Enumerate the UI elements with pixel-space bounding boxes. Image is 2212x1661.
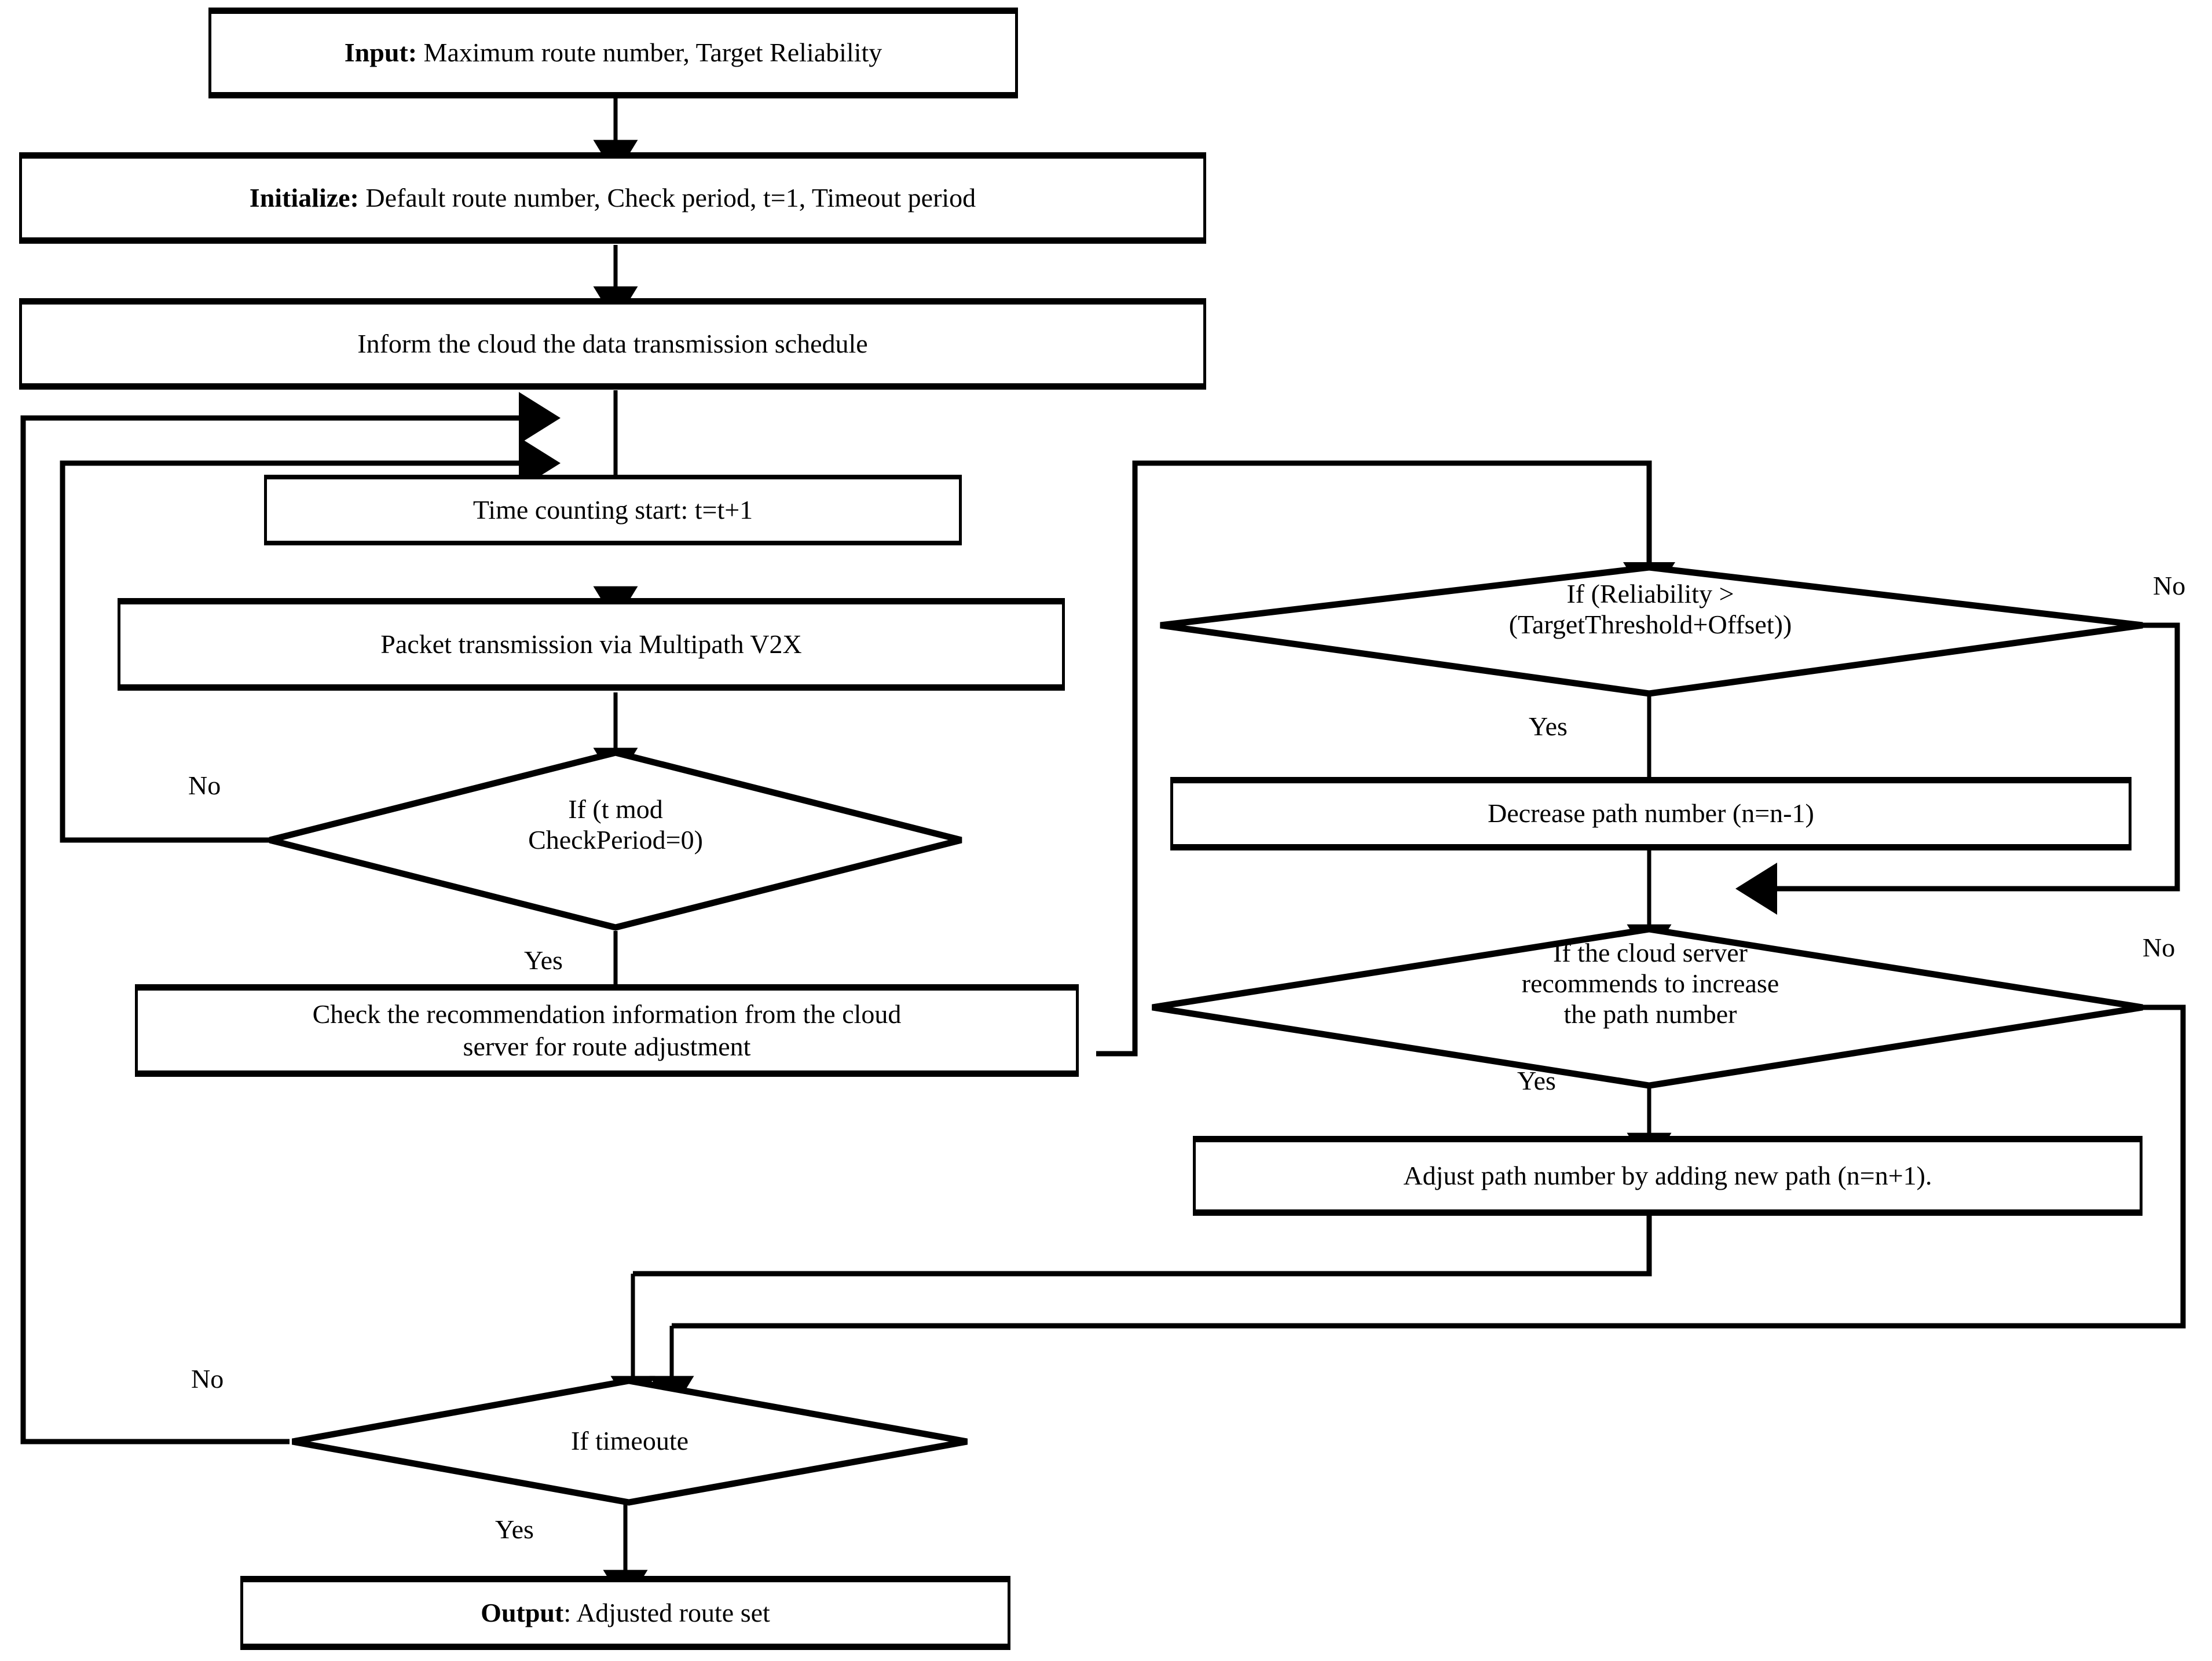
node-check-recommendation-line2: server for route adjustment — [463, 1032, 751, 1061]
node-input: Input: Maximum route number, Target Reli… — [208, 8, 1018, 98]
node-decrease-path-text: Decrease path number (n=n-1) — [1488, 798, 1814, 828]
edge-checkperiod-no-loop — [60, 437, 561, 843]
node-packet-transmission: Packet transmission via Multipath V2X — [118, 598, 1065, 691]
node-time-counting-text: Time counting start: t=t+1 — [473, 494, 753, 525]
node-packet-transmission-text: Packet transmission via Multipath V2X — [380, 629, 802, 659]
edge-cloudinc-no — [672, 1004, 2186, 1329]
node-time-counting: Time counting start: t=t+1 — [264, 475, 962, 545]
node-output-rest: : Adjusted route set — [563, 1597, 770, 1627]
node-initialize-bold: Initialize: — [249, 182, 359, 212]
node-inform-cloud-text: Inform the cloud the data transmission s… — [357, 328, 868, 358]
edge-label-checkperiod-no: No — [188, 771, 221, 800]
decision-reliability-shape — [1160, 564, 2143, 697]
node-input-rest: Maximum route number, Target Reliability — [417, 38, 882, 68]
decision-checkperiod-shape — [269, 749, 962, 931]
edge-label-timeout-no: No — [191, 1364, 224, 1394]
node-initialize-text: Initialize: Default route number, Check … — [241, 182, 984, 214]
node-output-bold: Output — [481, 1597, 564, 1627]
edge-label-cloudincrease-yes: Yes — [1517, 1066, 1556, 1095]
edge-timeout-no-loop — [20, 392, 561, 1444]
node-input-bold: Input: — [344, 38, 418, 68]
node-check-recommendation-line1: Check the recommendation information fro… — [312, 999, 902, 1029]
node-input-text: Input: Maximum route number, Target Reli… — [336, 36, 891, 69]
edge-adjust-to-timeout — [633, 1215, 1652, 1277]
edge-label-reliability-yes: Yes — [1529, 712, 1568, 741]
edge-label-cloudincrease-no: No — [2143, 933, 2176, 962]
node-output: Output: Adjusted route set — [240, 1576, 1010, 1650]
edge-checkrec-to-reliability — [1096, 460, 1675, 1057]
edge-reliability-no — [1735, 622, 2180, 915]
node-initialize: Initialize: Default route number, Check … — [19, 152, 1206, 244]
edge-label-checkperiod-yes: Yes — [524, 945, 563, 975]
edge-label-reliability-no: No — [2153, 571, 2186, 600]
node-decrease-path: Decrease path number (n=n-1) — [1170, 777, 2132, 850]
node-initialize-rest: Default route number, Check period, t=1,… — [358, 182, 976, 212]
node-check-recommendation: Check the recommendation information fro… — [135, 984, 1079, 1077]
node-adjust-path-text: Adjust path number by adding new path (n… — [1403, 1160, 1932, 1190]
node-inform-cloud: Inform the cloud the data transmission s… — [19, 298, 1206, 390]
edge-label-timeout-yes: Yes — [495, 1515, 534, 1544]
decision-cloudincrease-shape — [1152, 926, 2143, 1089]
decision-timeout-shape — [292, 1377, 968, 1506]
node-check-recommendation-text: Check the recommendation information fro… — [305, 998, 910, 1063]
node-output-text: Output: Adjusted route set — [473, 1597, 778, 1629]
node-adjust-path: Adjust path number by adding new path (n… — [1193, 1136, 2143, 1216]
